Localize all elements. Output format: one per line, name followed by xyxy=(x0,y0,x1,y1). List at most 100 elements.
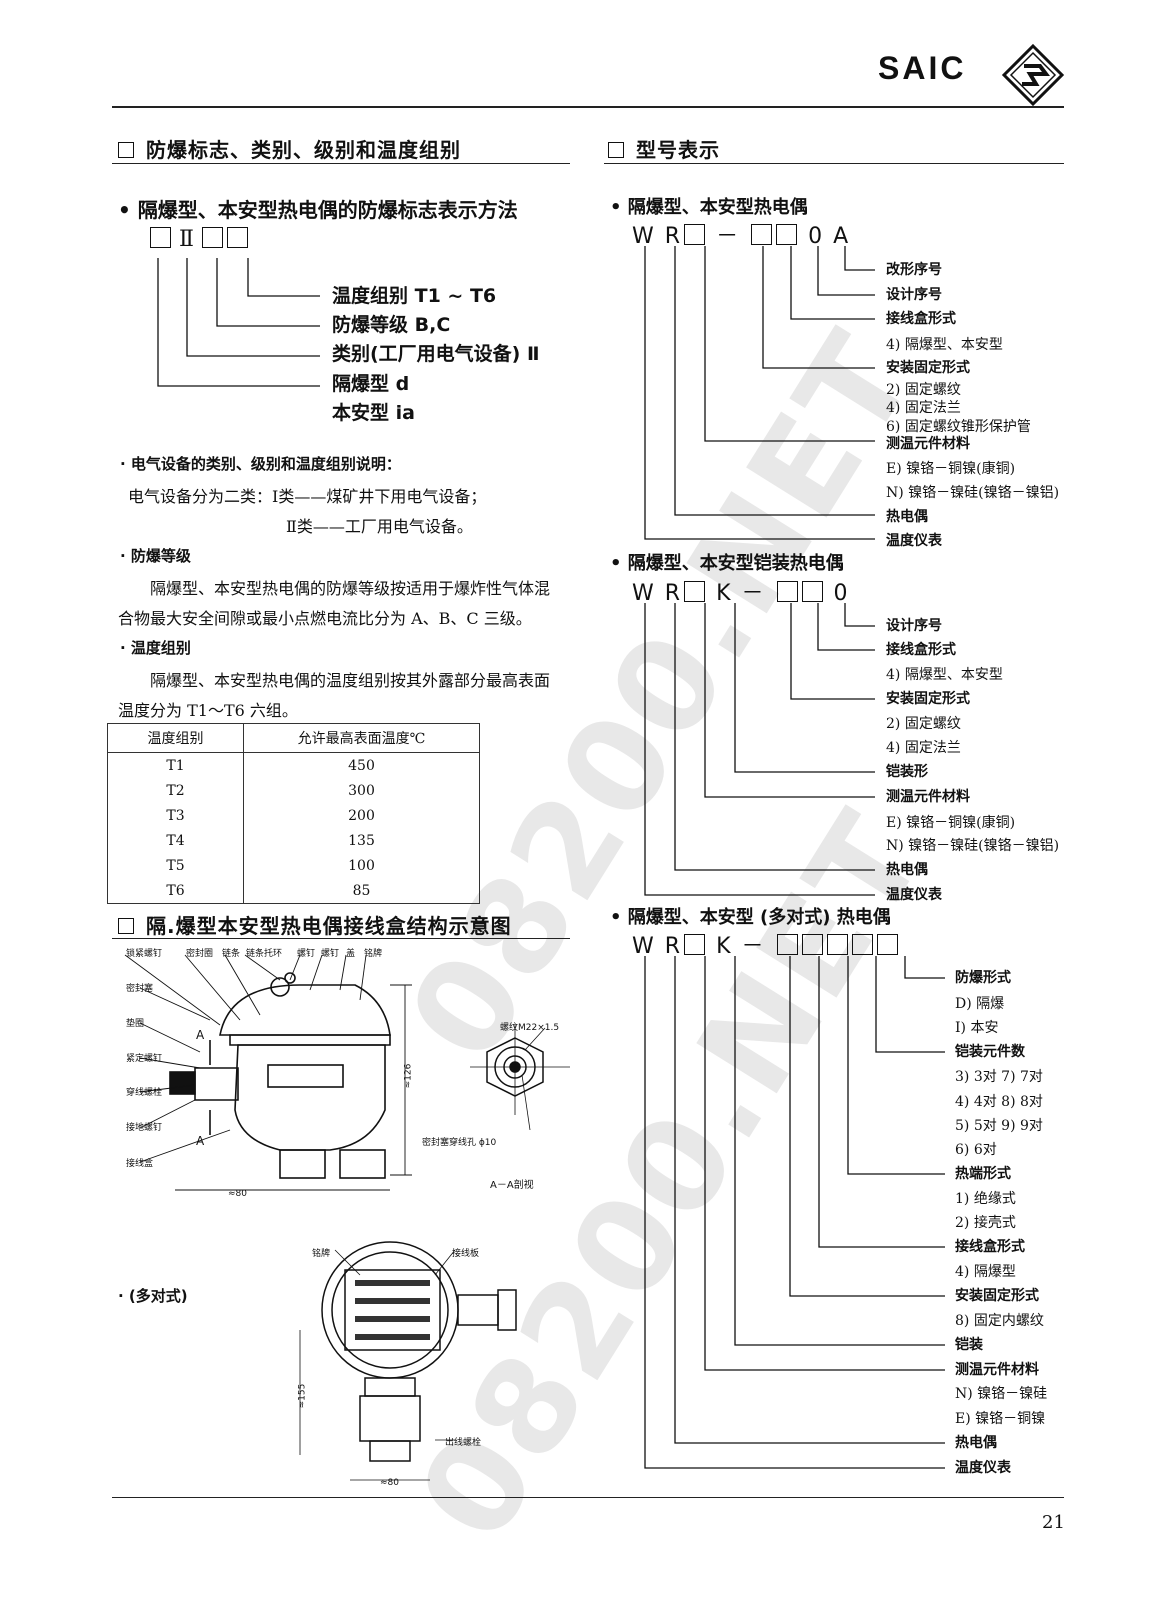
g3-label: 热端形式 xyxy=(955,1166,1011,1182)
g3-option: 8) 固定内螺纹 xyxy=(955,1313,1044,1329)
g3-title: • 隔爆型、本安型 (多对式) 热电偶 xyxy=(610,907,891,928)
g3-option: 4) 隔爆型 xyxy=(955,1264,1016,1280)
g2-label: 温度仪表 xyxy=(886,887,942,903)
label-chain-ring: 链条托环 xyxy=(246,949,283,959)
mark-label-grade: 防爆等级 B,C xyxy=(332,314,451,336)
explosion-mark-code: Ⅱ xyxy=(148,227,250,252)
g2-label: 热电偶 xyxy=(886,862,928,878)
brand-name: SAIC xyxy=(878,50,967,86)
label-seal-ring: 密封圈 xyxy=(186,949,214,959)
g3-label: 接线盒形式 xyxy=(955,1239,1025,1255)
g1-label: 改形序号 xyxy=(886,262,942,278)
g1-title: • 隔爆型、本安型热电偶 xyxy=(610,197,808,218)
section-title-model: 型号表示 xyxy=(608,134,720,163)
label-terminal-board: 接线板 xyxy=(452,1249,480,1259)
section-a-a-diagram xyxy=(470,1025,570,1131)
multi-pair-label: · (多对式) xyxy=(118,1287,188,1305)
section-title-junction-box: 隔.爆型本安型热电偶接线盒结构示意图 xyxy=(118,910,512,939)
label-junction-box: 接线盒 xyxy=(126,1159,154,1169)
g1-label: 测温元件材料 xyxy=(886,436,970,452)
g2-label: 测温元件材料 xyxy=(886,789,970,805)
g3-option: 1) 绝缘式 xyxy=(955,1191,1016,1207)
table-header-row: 温度组别 允许最高表面温度℃ xyxy=(107,723,480,753)
temperature-line-2: 温度分为 T1～T6 六组。 xyxy=(118,701,298,720)
g2-option: E) 镍铬－铜镍(康铜) xyxy=(886,815,1016,831)
g2-code: W R K － 0 xyxy=(632,581,850,606)
g1-option: 2) 固定螺纹 xyxy=(886,382,961,398)
g1-option: E) 镍铬－铜镍(康铜) xyxy=(886,461,1016,477)
g1-label: 温度仪表 xyxy=(886,533,942,549)
label-screw-2: 螺钉 xyxy=(321,949,340,959)
g3-label: 热电偶 xyxy=(955,1435,997,1451)
g3-option: E) 镍铬－铜镍 xyxy=(955,1411,1046,1427)
g3-option: I) 本安 xyxy=(955,1020,999,1036)
label-nameplate-2: 铭牌 xyxy=(312,1249,331,1259)
section-rule xyxy=(112,163,570,164)
g3-option: N) 镍铬－镍硅 xyxy=(955,1386,1048,1402)
label-washer: 垫圈 xyxy=(126,1019,145,1029)
header-rule xyxy=(112,106,1064,108)
section-view-label: A－A剖视 xyxy=(490,1180,534,1191)
g3-label: 安装固定形式 xyxy=(955,1288,1039,1304)
temperature-line-1: 隔爆型、本安型热电偶的温度组别按其外露部分最高表面 xyxy=(150,671,551,690)
g1-label: 接线盒形式 xyxy=(886,311,956,327)
dimension-width-2: ≈80 xyxy=(380,1478,399,1488)
section-mark-a-bottom: A xyxy=(196,1134,205,1148)
label-output-bolt: 出线螺栓 xyxy=(445,1438,482,1448)
g1-code: W R － 0 A xyxy=(632,224,851,249)
label-chain: 链条 xyxy=(222,949,241,959)
label-set-screw: 紧定螺钉 xyxy=(126,1054,163,1064)
g2-option: 4) 隔爆型、本安型 xyxy=(886,667,1003,683)
table-header-cell: 温度组别 xyxy=(107,723,244,753)
g3-option: 2) 接壳式 xyxy=(955,1215,1016,1231)
g3-label: 温度仪表 xyxy=(955,1460,1011,1476)
category-line-1: 电气设备分为二类：Ⅰ类——煤矿井下用电气设备； xyxy=(128,487,487,506)
junction-box-diagram xyxy=(124,954,412,1191)
grade-line-1: 隔爆型、本安型热电偶的防爆等级按适用于爆炸性气体混 xyxy=(150,579,551,598)
sub-title-grade: · 防爆等级 xyxy=(120,547,191,565)
g1-option: 4) 隔爆型、本安型 xyxy=(886,337,1003,353)
sub-title-category: · 电气设备的类别、级别和温度组别说明： xyxy=(120,455,401,473)
table-header-cell: 允许最高表面温度℃ xyxy=(243,723,480,753)
label-seal-plug: 密封塞 xyxy=(126,984,154,994)
g1-label: 设计序号 xyxy=(886,287,942,303)
g3-label: 铠装元件数 xyxy=(955,1044,1025,1060)
seal-hole-label: 密封塞穿线孔 ϕ10 xyxy=(422,1138,497,1148)
dimension-width: ≈80 xyxy=(228,1189,247,1199)
bullet-mark-method: • 隔爆型、本安型热电偶的防爆标志表示方法 xyxy=(118,198,518,222)
g2-option: N) 镍铬－镍硅(镍铬－镍铝) xyxy=(886,838,1060,854)
g2-title: • 隔爆型、本安型铠装热电偶 xyxy=(610,553,844,574)
g2-label: 接线盒形式 xyxy=(886,642,956,658)
g3-label: 防爆形式 xyxy=(955,970,1011,986)
sub-title-temperature: · 温度组别 xyxy=(120,639,191,657)
label-wire-bolt: 穿线螺栓 xyxy=(126,1088,163,1098)
section-rule xyxy=(604,163,1064,164)
label-nameplate: 铭牌 xyxy=(364,949,383,959)
g2-label: 安装固定形式 xyxy=(886,691,970,707)
label-cover: 盖 xyxy=(346,949,356,959)
saic-logo-icon xyxy=(1001,43,1065,107)
multi-pair-box-diagram xyxy=(299,1241,517,1481)
g3-option: D) 隔爆 xyxy=(955,996,1005,1012)
section-title-explosion-mark: 防爆标志、类别、级别和温度组别 xyxy=(118,134,461,163)
g1-label: 安装固定形式 xyxy=(886,360,970,376)
mark-label-category: 类别(工厂用电气设备) Ⅱ xyxy=(332,343,540,365)
g3-option: 5) 5对 9) 9对 xyxy=(955,1118,1043,1134)
g1-label: 热电偶 xyxy=(886,509,928,525)
section-rule xyxy=(112,938,570,939)
g3-code: W R K － xyxy=(632,928,900,960)
g3-label: 测温元件材料 xyxy=(955,1362,1039,1378)
g3-label: 铠装 xyxy=(955,1337,983,1353)
g2-label: 铠装形 xyxy=(886,764,928,780)
